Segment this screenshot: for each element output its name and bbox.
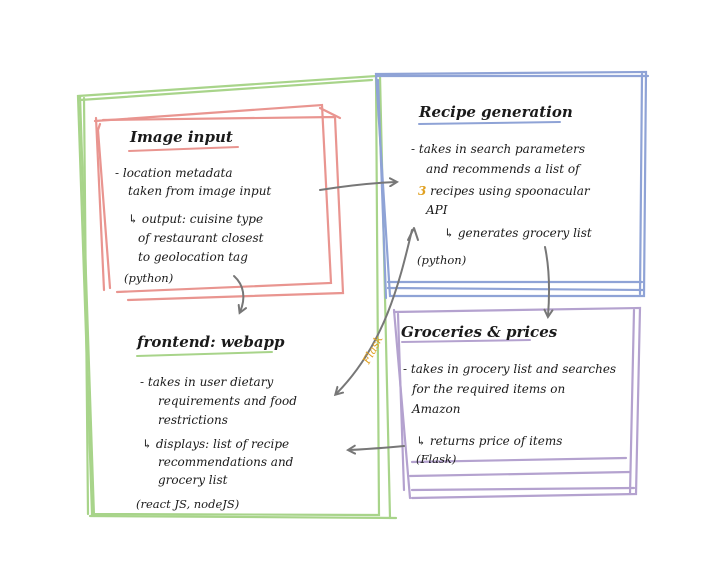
groceries-tech-tag: (Flask): [416, 452, 457, 466]
frontend-line-5: recommendations and: [158, 455, 294, 469]
groceries-title-underline: [401, 339, 531, 343]
arrow-groceries-to-frontend: [349, 446, 405, 450]
recipe-count: 3: [418, 184, 427, 198]
recipe-tech-tag: (python): [417, 253, 467, 267]
frontend-line-6: grocery list: [158, 473, 228, 487]
image-input-line-4: of restaurant closest: [138, 231, 264, 245]
purple-box-outline: [392, 306, 642, 500]
image-input-line-5: to geolocation tag: [138, 250, 248, 264]
arrow-image-to-frontend: [233, 275, 243, 312]
recipe-title: Recipe generation: [419, 103, 573, 121]
recipe-line-2: and recommends a list of: [426, 162, 580, 176]
frontend-title: frontend: webapp: [137, 333, 285, 351]
recipe-line-5: ↳ generates grocery list: [444, 226, 592, 240]
groceries-line-3: Amazon: [412, 402, 461, 416]
groceries-line-2: for the required items on: [412, 382, 566, 396]
image-input-title-underline: [128, 146, 239, 152]
image-input-tech-tag: (python): [124, 271, 174, 285]
arrow-frontend-recipe-head2: [407, 227, 419, 241]
arrow-image-to-recipe: [319, 182, 396, 191]
recipe-line-1: - takes in search parameters: [411, 142, 586, 156]
image-input-line-3: ↳ output: cuisine type: [128, 212, 264, 226]
red-box-outline: [93, 103, 345, 302]
image-input-title: Image input: [130, 128, 233, 146]
arrow-recipe-to-groceries: [545, 246, 549, 316]
frontend-line-1: - takes in user dietary: [140, 375, 274, 389]
frontend-line-3: restrictions: [158, 413, 228, 427]
recipe-line-4: API: [426, 203, 448, 217]
image-input-line-1: - location metadata: [115, 166, 233, 180]
recipe-line-3: 3 recipes using spoonacular: [418, 184, 590, 199]
frontend-title-underline: [136, 351, 273, 357]
groceries-line-4: ↳ returns price of items: [416, 434, 563, 448]
arrow-frontend-recipe: [336, 229, 413, 394]
groceries-line-1: - takes in grocery list and searches: [403, 362, 617, 376]
frontend-line-4: ↳ displays: list of recipe: [142, 437, 290, 451]
image-input-line-2: taken from image input: [128, 184, 272, 198]
recipe-line-3-text: recipes using spoonacular: [426, 184, 590, 198]
frontend-line-2: requirements and food: [158, 394, 297, 408]
blue-box-outline: [374, 70, 650, 300]
groceries-title: Groceries & prices: [401, 323, 558, 341]
recipe-title-underline: [418, 121, 561, 125]
frontend-tech-tag: (react JS, nodeJS): [136, 497, 240, 511]
